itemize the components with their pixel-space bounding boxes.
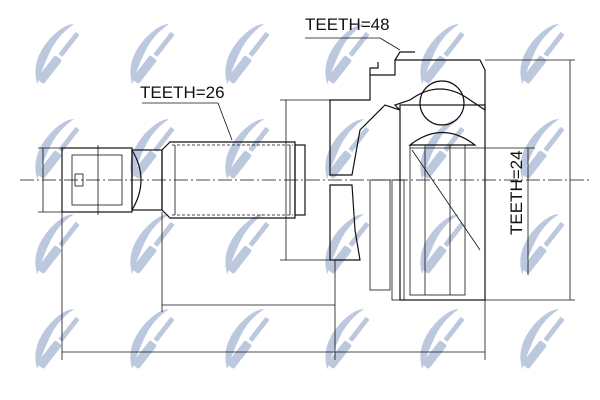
watermark-logo <box>325 119 370 180</box>
dimension-lines <box>38 37 575 360</box>
watermark-logo <box>420 309 465 370</box>
watermark-logo <box>35 214 80 275</box>
label-teeth-48: TEETH=48 <box>305 15 390 34</box>
watermark-logo <box>325 214 370 275</box>
watermark-logo <box>225 214 270 275</box>
watermark-logo <box>420 214 465 275</box>
watermark-logo <box>225 119 270 180</box>
outer-housing <box>329 51 486 301</box>
splined-shaft <box>161 141 306 219</box>
watermark-logo <box>325 309 370 370</box>
watermark-logo <box>520 24 565 85</box>
watermark-logo <box>130 24 175 85</box>
watermark-logo <box>520 309 565 370</box>
watermark-logo <box>35 24 80 85</box>
watermark-logo <box>130 214 175 275</box>
watermark-logo <box>225 309 270 370</box>
watermark-logo <box>130 309 175 370</box>
watermark-layer <box>35 24 565 370</box>
label-teeth-24: TEETH=24 <box>507 150 526 235</box>
watermark-logo <box>130 119 175 180</box>
stub-end <box>61 145 163 215</box>
watermark-logo <box>35 309 80 370</box>
label-teeth-26: TEETH=26 <box>140 83 225 102</box>
watermark-logo <box>225 24 270 85</box>
watermark-logo <box>420 24 465 85</box>
